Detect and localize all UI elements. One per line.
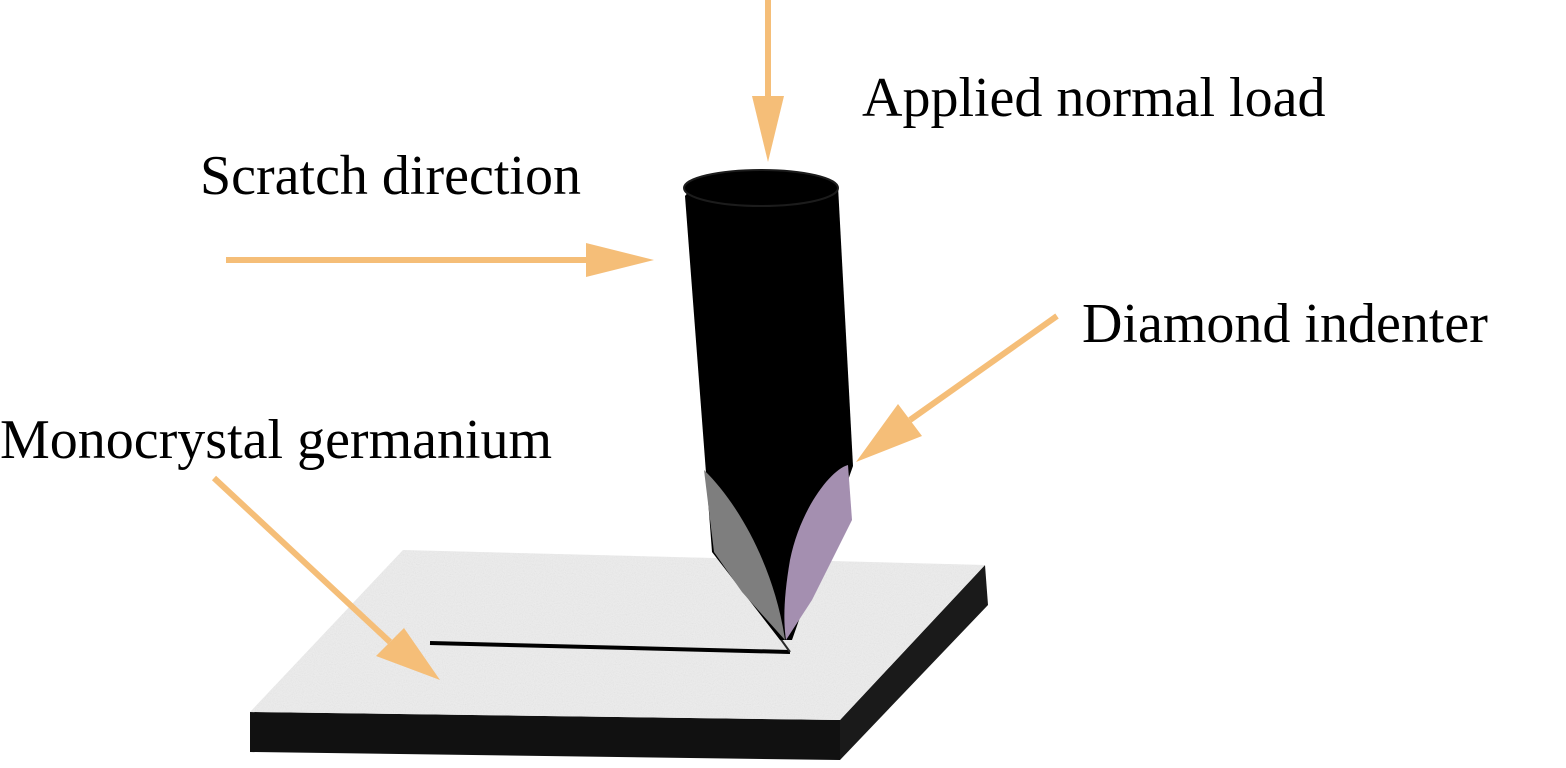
indenter-top-cap bbox=[683, 169, 839, 207]
scratch-direction-label: Scratch direction bbox=[200, 145, 581, 207]
scratch-direction-arrow bbox=[226, 243, 654, 277]
indenter-right-facet bbox=[784, 465, 852, 640]
applied-load-arrow bbox=[752, 0, 784, 162]
monocrystal-germanium-label: Monocrystal germanium bbox=[0, 409, 553, 471]
diamond-indenter-label: Diamond indenter bbox=[1082, 293, 1488, 355]
substrate-front-edge bbox=[250, 712, 840, 760]
applied-normal-load-label: Applied normal load bbox=[862, 67, 1326, 129]
diamond-indenter bbox=[683, 169, 853, 640]
indenter-left-facet bbox=[704, 470, 785, 640]
germanium-arrow bbox=[211, 475, 440, 680]
diamond-indenter-arrow bbox=[856, 313, 1059, 462]
arrows bbox=[211, 0, 1059, 680]
substrate-right-edge bbox=[840, 565, 988, 760]
germanium-substrate bbox=[250, 550, 988, 760]
scratch-groove bbox=[429, 641, 791, 654]
